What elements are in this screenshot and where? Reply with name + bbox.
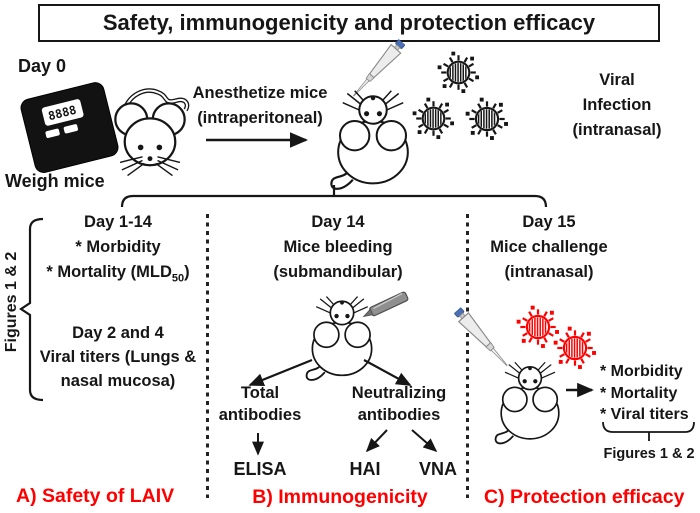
figures-underbrace [602, 421, 695, 441]
mouse-front-icon [103, 80, 197, 183]
to-hai-arrow [365, 429, 388, 453]
elisa-label: ELISA [233, 459, 287, 479]
to-neutralizing-antibodies-arrow [363, 359, 412, 386]
vna-label: VNA [418, 459, 457, 479]
panel-a-block2: Day 2 and 4 Viral titers (Lungs & nasal … [39, 324, 197, 390]
anesthetize-label: Anesthetize mice (intraperitoneal) [192, 84, 328, 127]
weigh-mice-label: Weigh mice [5, 171, 105, 191]
weighing-scale-icon: 8888 [14, 82, 126, 176]
panel-c-bullets: * Morbidity * Mortality * Viral titers [600, 363, 689, 423]
dotted-separator [466, 214, 469, 498]
total-antibodies-label: Total antibodies [218, 384, 302, 424]
diagram-title: Safety, immunogenicity and protection ef… [102, 10, 596, 35]
neutralizing-antibodies-label: Neutralizing antibodies [351, 384, 447, 424]
panel-b-header: Day 14 Mice bleeding (submandibular) [273, 213, 403, 281]
panel-a-block1: Day 1-14 * Morbidity * Mortality (MLD50) [32, 210, 204, 291]
to-total-antibodies-arrow [248, 358, 313, 387]
panel-c-figures-label: Figures 1 & 2 [603, 446, 695, 462]
timeline-brace [120, 185, 548, 208]
dotted-separator [206, 214, 209, 498]
panel-b-label: B) Immunogenicity [252, 486, 428, 508]
figures-bracket [19, 217, 44, 402]
mortality-line: * Mortality (MLD50) [46, 263, 190, 285]
scale-display: 8888 [47, 103, 78, 123]
viral-infection-label: Viral Infection (intranasal) [572, 71, 662, 139]
panel-c-label: C) Protection efficacy [484, 486, 685, 508]
panel-c-header: Day 15 Mice challenge (intranasal) [490, 213, 608, 281]
to-vna-arrow [411, 429, 438, 453]
hai-label: HAI [349, 459, 381, 479]
panel-a-label: A) Safety of LAIV [16, 485, 175, 507]
diagram-title-box: Safety, immunogenicity and protection ef… [38, 4, 660, 42]
day0-label: Day 0 [18, 56, 67, 76]
